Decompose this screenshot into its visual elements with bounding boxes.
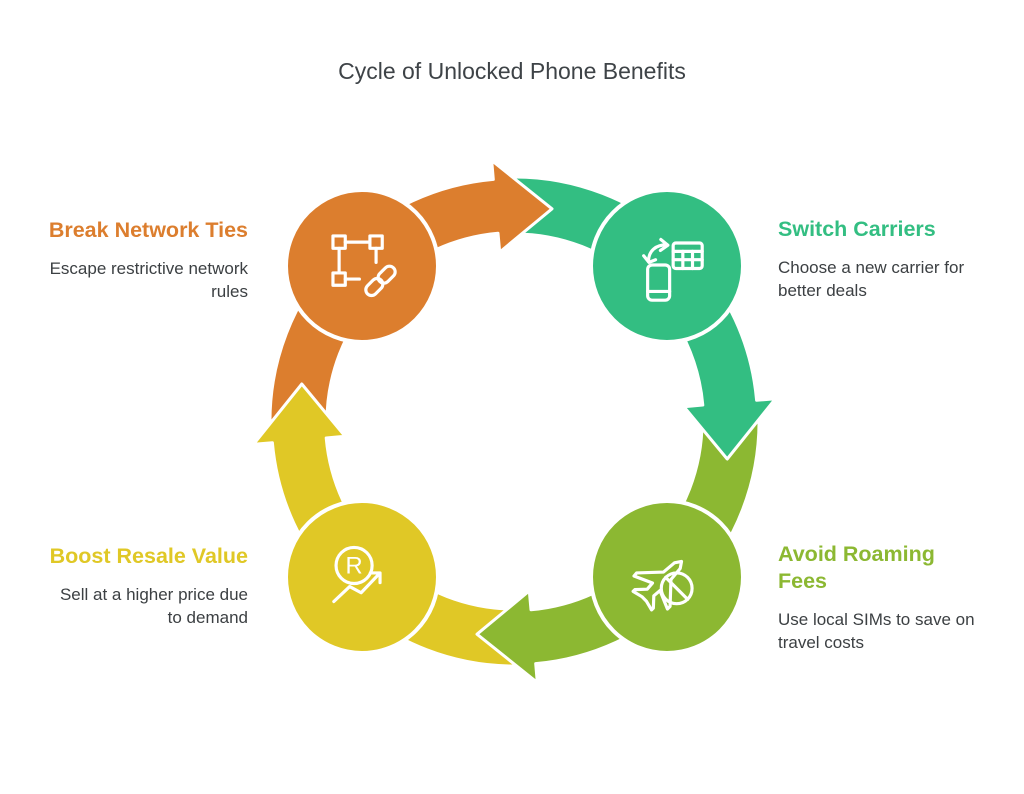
- node-heading: Switch Carriers: [778, 217, 936, 241]
- node-label-avoid-roaming-fees: Avoid Roaming Fees Use local SIMs to sav…: [778, 541, 983, 654]
- resale-r-letter: R: [346, 552, 363, 579]
- node-label-break-network-ties: Break Network Ties Escape restrictive ne…: [33, 217, 248, 303]
- node-heading: Boost Resale Value: [49, 544, 248, 568]
- node-label-switch-carriers: Switch Carriers Choose a new carrier for…: [778, 216, 983, 302]
- diagram-title: Cycle of Unlocked Phone Benefits: [338, 58, 686, 84]
- node-description: Escape restrictive network rules: [49, 259, 248, 301]
- node-description: Sell at a higher price due to demand: [59, 585, 248, 627]
- node-heading: Break Network Ties: [48, 218, 248, 242]
- node-heading: Avoid Roaming Fees: [778, 542, 935, 593]
- node-circle-boost-resale-value: [284, 499, 440, 655]
- resale-trend-icon: R: [332, 545, 382, 604]
- unlink-selection-icon: [331, 234, 397, 298]
- node-circle-break-network-ties: [284, 188, 440, 344]
- node-label-boost-resale-value: Boost Resale Value Sell at a higher pric…: [33, 543, 248, 629]
- phone-carrier-swap-icon: [642, 237, 704, 302]
- node-description: Choose a new carrier for better deals: [778, 258, 965, 300]
- node-description: Use local SIMs to save on travel costs: [778, 610, 975, 652]
- no-roaming-plane-icon: [631, 559, 694, 612]
